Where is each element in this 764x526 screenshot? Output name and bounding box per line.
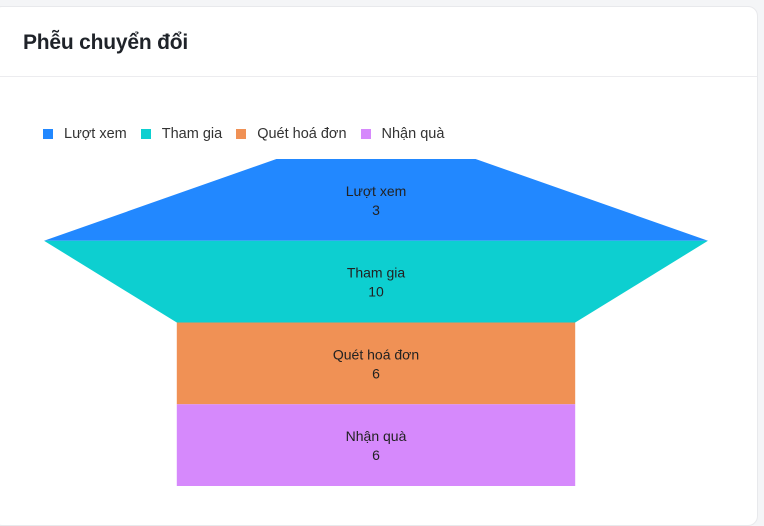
legend-label: Tham gia (161, 126, 223, 142)
legend-item-tham-gia[interactable]: Tham gia (140, 126, 223, 142)
funnel-label-luot-xem: Lượt xem (346, 183, 407, 199)
legend-swatch (140, 129, 151, 139)
legend-label: Quét hoá đơn (257, 126, 347, 142)
funnel-segment-luot-xem[interactable] (44, 159, 708, 241)
funnel-value-tham-gia: 10 (368, 284, 384, 300)
funnel-label-quet-hoa-don: Quét hoá đơn (333, 346, 419, 362)
legend-label: Nhận quà (381, 126, 445, 142)
funnel-label-nhan-qua: Nhận quà (346, 428, 407, 444)
funnel-segment-quet-hoa-don[interactable] (176, 322, 576, 405)
funnel-segment-tham-gia[interactable] (44, 240, 708, 323)
legend-item-quet-hoa-don[interactable]: Quét hoá đơn (236, 126, 347, 142)
legend-swatch (236, 129, 247, 139)
chart-legend: Lượt xem Tham gia Quét hoá đơn Nhận quà (43, 126, 458, 142)
funnel-value-quet-hoa-don: 6 (372, 365, 380, 381)
legend-label: Lượt xem (64, 126, 127, 142)
funnel-label-tham-gia: Tham gia (347, 265, 406, 281)
legend-item-nhan-qua[interactable]: Nhận quà (360, 126, 445, 142)
card-header: Phễu chuyển đổi (0, 7, 757, 77)
legend-swatch (360, 129, 371, 139)
funnel-segment-nhan-qua[interactable] (176, 404, 576, 486)
card-title: Phễu chuyển đổi (23, 31, 189, 54)
funnel-value-nhan-qua: 6 (372, 447, 380, 463)
legend-swatch (43, 129, 53, 139)
funnel-value-luot-xem: 3 (372, 202, 380, 218)
legend-item-luot-xem[interactable]: Lượt xem (43, 126, 127, 142)
